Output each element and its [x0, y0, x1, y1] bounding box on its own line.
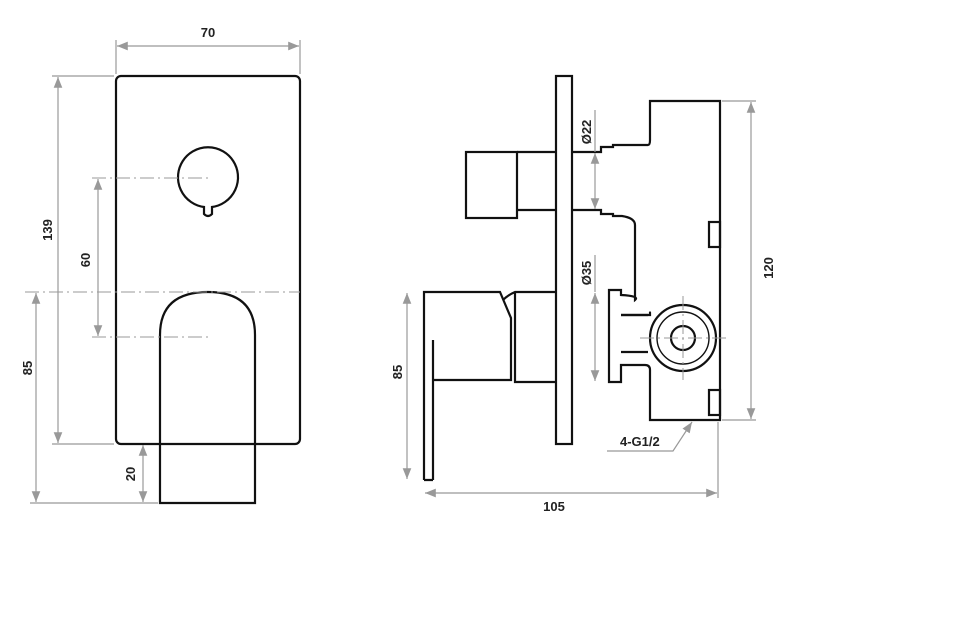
dim-width-label: 70 — [201, 25, 215, 40]
side-view: Ø22 Ø35 120 85 105 4-G1/2 — [390, 74, 776, 514]
cover-plate — [114, 74, 302, 446]
dim-diameter-small-label: Ø22 — [579, 120, 594, 145]
front-view: 70 139 60 85 20 — [20, 25, 302, 505]
dim-height-label: 139 — [40, 219, 55, 241]
dim-lever-height-side-label: 85 — [390, 365, 405, 379]
dim-diameter-large-label: Ø35 — [579, 261, 594, 286]
dim-depth-label: 105 — [543, 499, 565, 514]
mixer-lever — [158, 290, 257, 505]
dim-knob-lever-label: 60 — [78, 253, 93, 267]
valve-body — [572, 99, 722, 422]
dim-lever-height-label: 85 — [20, 361, 35, 375]
wall-plate — [554, 74, 574, 446]
dim-below-plate-label: 20 — [123, 467, 138, 481]
diverter-handle — [464, 150, 519, 220]
dim-body-height-label: 120 — [761, 257, 776, 279]
lever-handle — [422, 290, 556, 482]
diverter-knob — [176, 146, 240, 218]
thread-label: 4-G1/2 — [620, 434, 660, 449]
